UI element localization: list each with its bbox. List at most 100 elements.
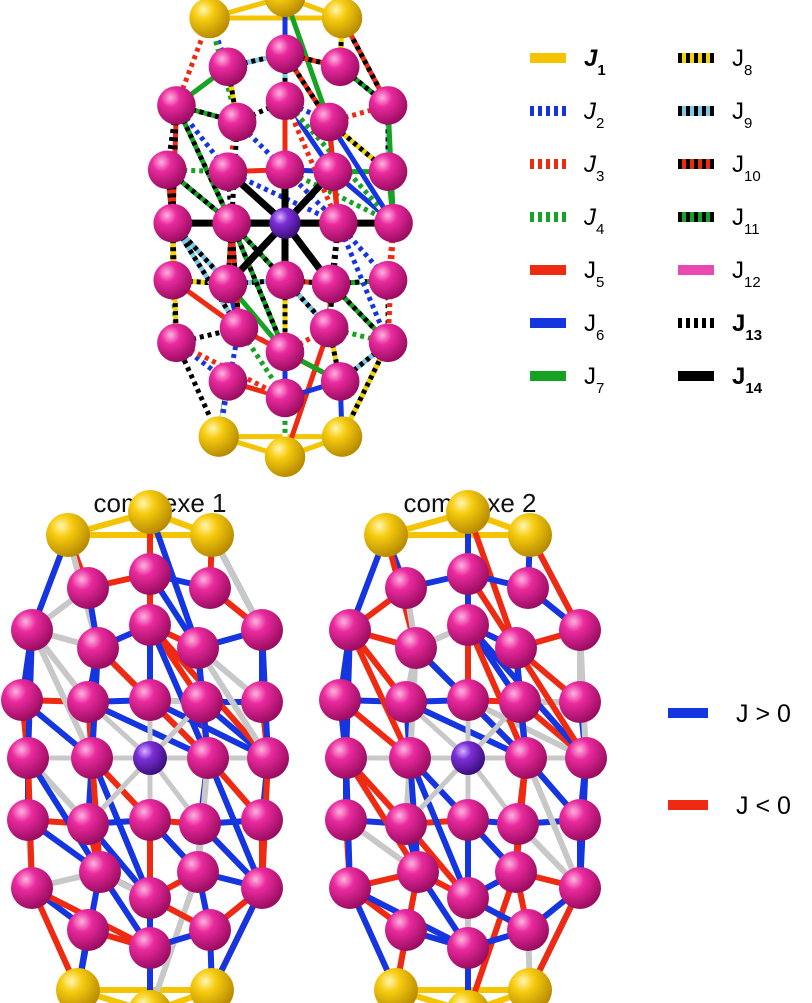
legend-label: J14 [732,363,763,397]
legend-label-subscript: 1 [597,62,605,79]
bond-line [229,220,288,355]
magenta-atom [147,150,187,190]
magenta-atom [241,867,283,909]
bond-line-dash [170,221,230,286]
magenta-atom [559,609,601,651]
gold-atom [264,436,306,478]
magenta-atom [565,737,607,779]
legend-label-base: J [732,363,745,390]
magenta-atom [447,927,489,969]
bond-line-dash [282,99,341,225]
magenta-atom [181,681,223,723]
bond-line [205,755,265,891]
legend-swatch-dash [710,53,714,63]
bond-line-dash [174,104,234,225]
legend-label: J13 [732,310,762,344]
legend-swatch-dash [554,212,558,222]
gold-atom [190,513,234,557]
legend-label-subscript: 11 [744,221,760,238]
legend-label: J1 [584,45,606,79]
magenta-atom [67,681,109,723]
legend-item-j9: J9 [678,98,752,132]
legend-swatch-dash [702,212,706,222]
magenta-atom [129,679,171,721]
magenta-atom [325,737,367,779]
legend-label: J2 [583,98,604,132]
bond-line [465,622,529,761]
magenta-atom [265,260,305,300]
legend-item-j14: J14 [678,363,763,397]
legend-swatch [530,53,566,63]
magenta-atom [177,851,219,893]
legend-label-base: J [583,204,597,231]
magenta-atom [559,799,601,841]
legend-label-base: J [584,45,598,72]
bond-line [513,645,589,761]
bond-line [407,755,471,901]
legend-swatch-dash [686,106,690,116]
legend-swatch-dash [702,159,706,169]
magenta-atom [177,627,219,669]
legend-label-subscript: 4 [596,221,604,238]
legend-swatch [678,265,714,275]
legend-label-subscript: 5 [596,274,604,291]
legend-swatch-dash [694,159,698,169]
legend-item-j11: J11 [678,204,760,238]
legend-item-j7: J7 [530,363,604,397]
bond-line [170,220,242,331]
legend-swatch-dash [710,318,714,328]
magenta-atom [208,264,248,304]
magenta-atom [7,799,49,841]
legend-label: J < 0 [736,792,791,820]
legend-label-subscript: 9 [744,115,752,132]
legend-item-j5: J5 [530,257,604,291]
atom-set [1,490,289,1003]
gold-atom [508,513,552,557]
magenta-atom [389,737,431,779]
magenta-atom [67,803,109,845]
legend-label-base: J [584,310,596,337]
bond-line-dash [174,103,230,174]
bond-line [89,755,153,901]
legend-swatch-dash [694,212,698,222]
legend-swatch-dash [694,53,698,63]
legend-label: J > 0 [736,700,791,728]
gold-atom [508,968,552,1003]
legend-swatch-dash [686,318,690,328]
legend-item-negative: J < 0 [668,792,791,820]
legend-swatch-dash [562,159,566,169]
gold-atom [446,490,490,534]
magenta-atom [447,877,489,919]
legend-swatch-dash [678,106,682,116]
legend-swatch-dash [546,212,550,222]
legend-swatch-dash [710,106,714,116]
legend-label-base: J [732,310,745,337]
legend-label-base: J [584,363,596,390]
magenta-atom [7,737,49,779]
magenta-atom [1,679,43,721]
legend-label-base: J [732,257,744,284]
legend-item-j3: J3 [530,151,604,185]
central-atom [269,207,301,239]
magenta-atom [241,799,283,841]
legend-swatch-dash [702,53,706,63]
bond-line [29,627,95,761]
magenta-atom [559,867,601,909]
gold-atom [321,416,363,457]
legend-label: J11 [732,204,760,238]
legend-item-j1: J1 [530,45,606,79]
magenta-atom [189,567,231,609]
legend-item-positive: J > 0 [668,700,791,728]
magenta-atom [71,737,113,779]
legend-swatch-dash [710,159,714,169]
legend-item-j12: J12 [678,257,761,291]
magenta-atom [505,737,547,779]
gold-atom [189,0,230,39]
legend-label: J12 [732,257,761,291]
legend-swatch-dash [678,53,682,63]
cluster-model-complex-1 [1,490,289,1003]
magenta-atom [320,362,360,401]
magenta-atom [265,34,305,74]
